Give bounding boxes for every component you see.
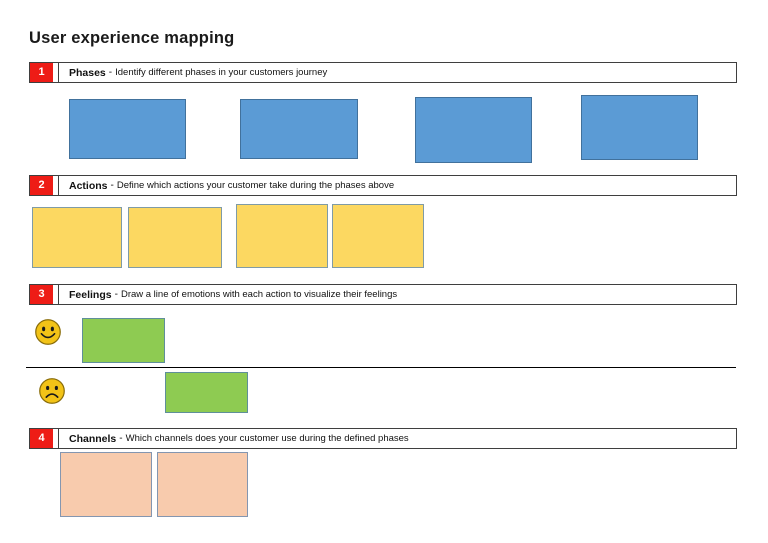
- section-title-actions: Actions: [69, 179, 108, 192]
- section-divider-2: [53, 176, 59, 195]
- channel-box-2[interactable]: [157, 452, 248, 517]
- section-divider-1: [53, 63, 59, 82]
- section-divider-4: [53, 429, 59, 448]
- action-box-2[interactable]: [128, 207, 222, 268]
- section-number-badge-2: 2: [30, 176, 53, 195]
- section-title-phases: Phases: [69, 66, 106, 79]
- phase-box-2[interactable]: [240, 99, 358, 159]
- section-dash-3: -: [114, 289, 118, 300]
- section-dash-2: -: [110, 180, 114, 191]
- sad-face-icon: [38, 377, 66, 405]
- section-title-channels: Channels: [69, 432, 117, 445]
- section-description-feelings: Draw a line of emotions with each action…: [120, 289, 398, 300]
- action-box-4[interactable]: [332, 204, 424, 268]
- section-dash-4: -: [119, 433, 123, 444]
- phase-box-4[interactable]: [581, 95, 698, 160]
- section-description-channels: Which channels does your customer use du…: [125, 433, 409, 444]
- section-description-phases: Identify different phases in your custom…: [115, 67, 328, 78]
- section-header-phases: 1 Phases - Identify different phases in …: [29, 62, 737, 83]
- feeling-box-2[interactable]: [165, 372, 248, 413]
- section-title-feelings: Feelings: [69, 288, 112, 301]
- action-box-1[interactable]: [32, 207, 122, 268]
- channel-box-1[interactable]: [60, 452, 152, 517]
- section-number-badge-4: 4: [30, 429, 53, 448]
- section-label-group-1: Phases - Identify different phases in yo…: [59, 63, 736, 82]
- section-header-actions: 2 Actions - Define which actions your cu…: [29, 175, 737, 196]
- section-number-badge-1: 1: [30, 63, 53, 82]
- feeling-box-1[interactable]: [82, 318, 165, 363]
- section-label-group-2: Actions - Define which actions your cust…: [59, 176, 736, 195]
- section-number-badge-3: 3: [30, 285, 53, 304]
- section-header-feelings: 3 Feelings - Draw a line of emotions wit…: [29, 284, 737, 305]
- happy-face-icon: [34, 318, 62, 346]
- section-label-group-4: Channels - Which channels does your cust…: [59, 429, 736, 448]
- phase-box-3[interactable]: [415, 97, 532, 163]
- section-divider-3: [53, 285, 59, 304]
- section-header-channels: 4 Channels - Which channels does your cu…: [29, 428, 737, 449]
- section-dash-1: -: [108, 67, 113, 78]
- action-box-3[interactable]: [236, 204, 328, 268]
- page-title: User experience mapping: [29, 29, 235, 47]
- section-description-actions: Define which actions your customer take …: [116, 180, 395, 191]
- section-label-group-3: Feelings - Draw a line of emotions with …: [59, 285, 736, 304]
- phase-box-1[interactable]: [69, 99, 186, 159]
- feelings-baseline-divider: [26, 367, 736, 368]
